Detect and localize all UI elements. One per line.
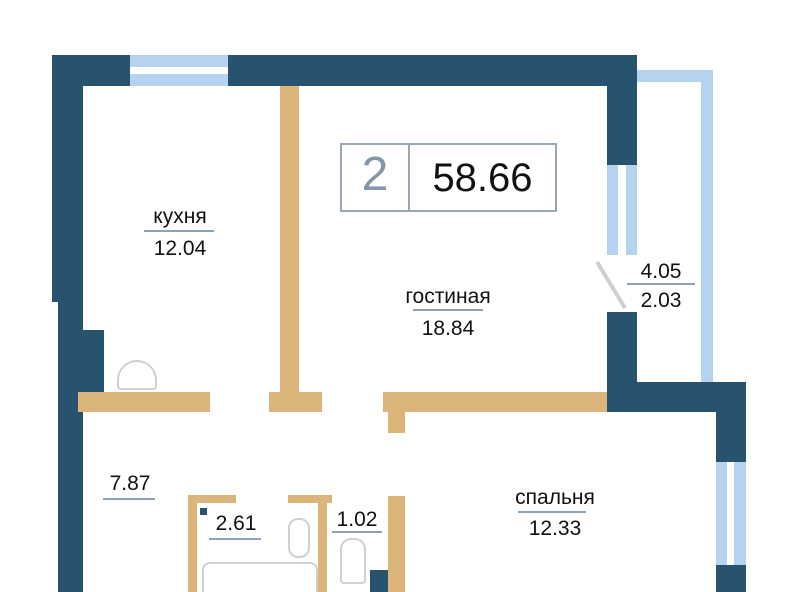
living-area: 18.84 bbox=[421, 317, 475, 340]
balcony-rail-top bbox=[637, 70, 713, 82]
balcony-label-line bbox=[627, 283, 695, 285]
kitchen-name: кухня bbox=[153, 205, 207, 228]
bedroom-label-line bbox=[518, 511, 586, 513]
shaft-block bbox=[370, 570, 388, 592]
hall-area: 7.87 bbox=[109, 472, 151, 495]
window-living-a bbox=[607, 165, 618, 255]
balcony-door-swing bbox=[595, 260, 627, 310]
bathroom-area: 2.61 bbox=[215, 512, 257, 535]
toilet-area: 1.02 bbox=[336, 508, 378, 531]
bath-wall-left bbox=[188, 495, 197, 592]
hall-label-line bbox=[103, 498, 155, 500]
balcony-area-top: 4.05 bbox=[640, 260, 682, 283]
wall-left-protrusion bbox=[83, 330, 104, 392]
bedroom-area: 12.33 bbox=[528, 517, 582, 540]
wall-right-bedroom-lower bbox=[716, 565, 746, 592]
living-label-line bbox=[413, 309, 483, 311]
bathroom-sink-icon bbox=[288, 518, 310, 558]
summary-divider bbox=[408, 145, 410, 210]
toilet-label-line bbox=[332, 531, 382, 533]
kitchen-area: 12.04 bbox=[153, 237, 207, 260]
toilet-icon bbox=[340, 538, 366, 584]
total-area: 58.66 bbox=[432, 156, 533, 200]
wall-right-bedroom bbox=[716, 382, 746, 462]
bathroom-label-line bbox=[209, 538, 261, 540]
room-count: 2 bbox=[361, 148, 389, 201]
partition-kitchen-hall bbox=[78, 392, 210, 412]
partition-living-bedroom bbox=[383, 392, 607, 412]
bathtub-icon bbox=[202, 562, 318, 592]
partition-kitchen-living bbox=[280, 86, 299, 392]
window-living-b bbox=[626, 165, 637, 255]
bath-wall-top-a bbox=[188, 495, 236, 503]
bedroom-name: спальня bbox=[515, 486, 595, 509]
partition-hall-mid bbox=[269, 392, 322, 412]
bath-wall-top-b bbox=[288, 495, 332, 503]
kitchen-sink-icon bbox=[117, 360, 157, 390]
wall-right-living-upper bbox=[607, 55, 637, 165]
toilet-wall-right bbox=[388, 496, 405, 592]
living-name: гостиная bbox=[405, 285, 491, 308]
partition-stub bbox=[388, 412, 405, 433]
balcony-area-bottom: 2.03 bbox=[640, 289, 682, 312]
window-kitchen-gap bbox=[130, 67, 228, 74]
balcony-rail-right bbox=[701, 70, 713, 382]
window-bedroom-gap bbox=[727, 462, 734, 565]
wall-left-upper bbox=[52, 55, 83, 302]
shaft-small bbox=[200, 508, 207, 515]
wall-left-lower bbox=[58, 300, 83, 592]
bath-toilet-partition bbox=[318, 503, 327, 592]
summary-box: 2 58.66 bbox=[340, 143, 557, 212]
kitchen-label-line bbox=[144, 230, 214, 232]
